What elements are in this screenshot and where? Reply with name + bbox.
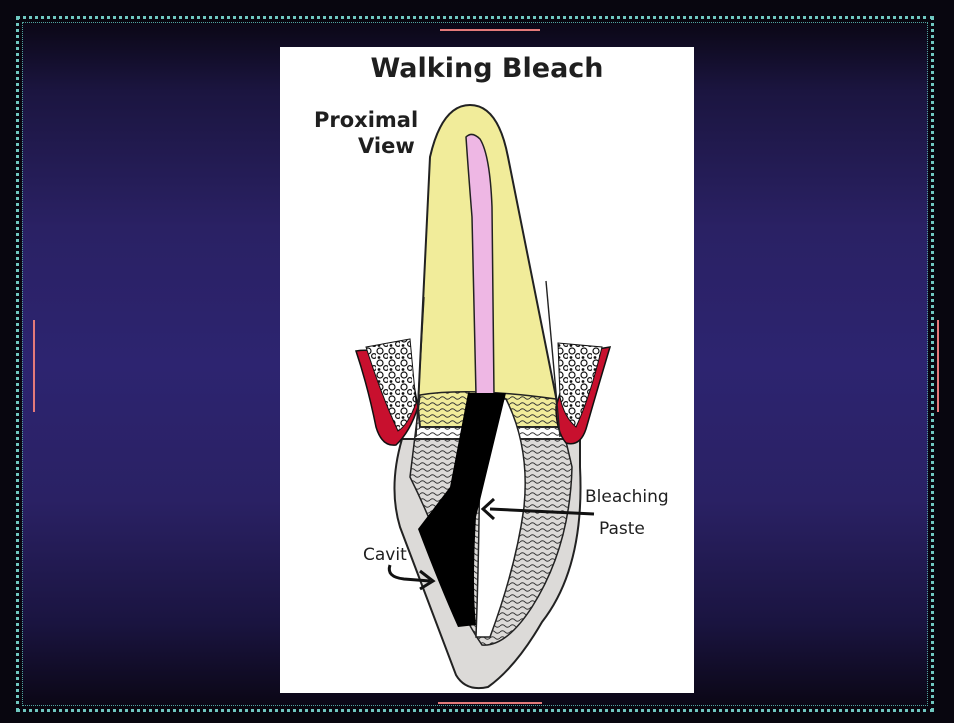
walking-bleach-diagram: Walking Bleach Proximal View Bleaching P… <box>280 47 694 693</box>
subtitle-line-1: Proximal <box>314 108 418 132</box>
diagram-title: Walking Bleach <box>280 53 694 84</box>
subtitle-line-2: View <box>314 133 444 159</box>
accent-line-right <box>937 320 939 412</box>
accent-line-bottom <box>438 702 542 704</box>
cavit-label: Cavit <box>363 545 407 565</box>
accent-line-left <box>33 320 35 412</box>
diagram-subtitle: Proximal View <box>314 107 444 159</box>
accent-line-top <box>440 29 540 31</box>
bleaching-paste-label-line-2: Paste <box>599 519 645 539</box>
bleaching-paste-label-line-1: Bleaching <box>585 487 669 507</box>
